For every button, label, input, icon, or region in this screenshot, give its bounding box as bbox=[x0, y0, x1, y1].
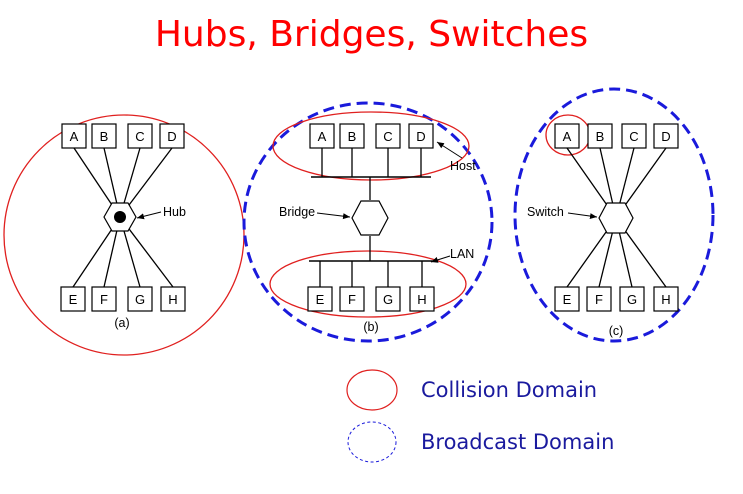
broadcast-domain-label: Broadcast Domain bbox=[421, 430, 614, 454]
node-label: H bbox=[661, 292, 670, 307]
node-box: E bbox=[60, 286, 86, 312]
node-label: F bbox=[595, 292, 603, 307]
bridge-callout-arrow bbox=[316, 212, 351, 220]
node-label: A bbox=[70, 129, 79, 144]
node-label: C bbox=[383, 129, 392, 144]
node-box: A bbox=[61, 123, 87, 149]
node-label: D bbox=[416, 129, 425, 144]
node-label: C bbox=[629, 129, 638, 144]
node-label: B bbox=[348, 129, 357, 144]
node-box: C bbox=[621, 123, 647, 149]
node-box: H bbox=[409, 286, 435, 312]
node-box: D bbox=[653, 123, 679, 149]
collision-domain-swatch bbox=[346, 369, 398, 411]
broadcast-domain-swatch bbox=[347, 421, 397, 463]
hub-core bbox=[114, 211, 126, 223]
host-label: Host bbox=[450, 159, 476, 173]
node-box: E bbox=[307, 286, 333, 312]
node-label: F bbox=[348, 292, 356, 307]
node-label: G bbox=[627, 292, 637, 307]
node-label: C bbox=[135, 129, 144, 144]
node-box: F bbox=[91, 286, 117, 312]
node-box: A bbox=[554, 123, 580, 149]
node-label: E bbox=[69, 292, 78, 307]
node-box: F bbox=[586, 286, 612, 312]
hub-label: Hub bbox=[163, 205, 186, 219]
node-box: G bbox=[375, 286, 401, 312]
node-label: A bbox=[318, 129, 327, 144]
node-label: D bbox=[167, 129, 176, 144]
node-box: E bbox=[554, 286, 580, 312]
node-label: B bbox=[100, 129, 109, 144]
panel-a-collision-domain bbox=[3, 114, 245, 356]
lan-callout-arrow bbox=[430, 255, 451, 263]
node-box: B bbox=[339, 123, 365, 149]
node-label: E bbox=[563, 292, 572, 307]
switch-device bbox=[598, 202, 634, 234]
switch-callout-arrow bbox=[567, 212, 598, 220]
node-box: A bbox=[309, 123, 335, 149]
node-box: F bbox=[339, 286, 365, 312]
panel-b-collision-domain-top bbox=[272, 111, 470, 181]
panel-b-caption: (b) bbox=[363, 320, 378, 334]
panel-c-broadcast-domain bbox=[513, 87, 715, 343]
node-label: A bbox=[563, 129, 572, 144]
panel-c-caption: (c) bbox=[609, 324, 624, 338]
node-box: D bbox=[408, 123, 434, 149]
node-label: H bbox=[417, 292, 426, 307]
node-label: B bbox=[596, 129, 605, 144]
node-label: G bbox=[135, 292, 145, 307]
node-box: H bbox=[160, 286, 186, 312]
node-box: C bbox=[375, 123, 401, 149]
panel-a-caption: (a) bbox=[114, 316, 129, 330]
bridge-device bbox=[351, 200, 389, 236]
lan-label: LAN bbox=[450, 247, 474, 261]
switch-label: Switch bbox=[527, 205, 564, 219]
panel-b-broadcast-domain bbox=[242, 101, 494, 343]
node-label: H bbox=[168, 292, 177, 307]
bridge-label: Bridge bbox=[279, 205, 315, 219]
host-callout-arrow bbox=[436, 141, 463, 159]
node-label: F bbox=[100, 292, 108, 307]
node-box: C bbox=[127, 123, 153, 149]
node-label: E bbox=[316, 292, 325, 307]
panel-b-bridge: A B C D E F G H Host Bridge LAN (b) bbox=[242, 101, 494, 343]
node-box: B bbox=[91, 123, 117, 149]
panel-c-switch: A B C D E F G H Switch (c) bbox=[513, 87, 715, 343]
panel-b-collision-domain-bottom bbox=[269, 250, 467, 318]
slide-title: Hubs, Bridges, Switches bbox=[154, 14, 589, 55]
collision-domain-label: Collision Domain bbox=[421, 378, 597, 402]
node-label: G bbox=[383, 292, 393, 307]
node-box: G bbox=[619, 286, 645, 312]
node-box: B bbox=[587, 123, 613, 149]
hub-callout-arrow bbox=[136, 211, 162, 220]
node-box: H bbox=[653, 286, 679, 312]
node-box: D bbox=[159, 123, 185, 149]
node-box: G bbox=[127, 286, 153, 312]
node-label: D bbox=[661, 129, 670, 144]
legend: Collision Domain Broadcast Domain bbox=[346, 369, 614, 463]
panel-a-hub: A B C D E F G H Hub (a) bbox=[3, 114, 245, 356]
